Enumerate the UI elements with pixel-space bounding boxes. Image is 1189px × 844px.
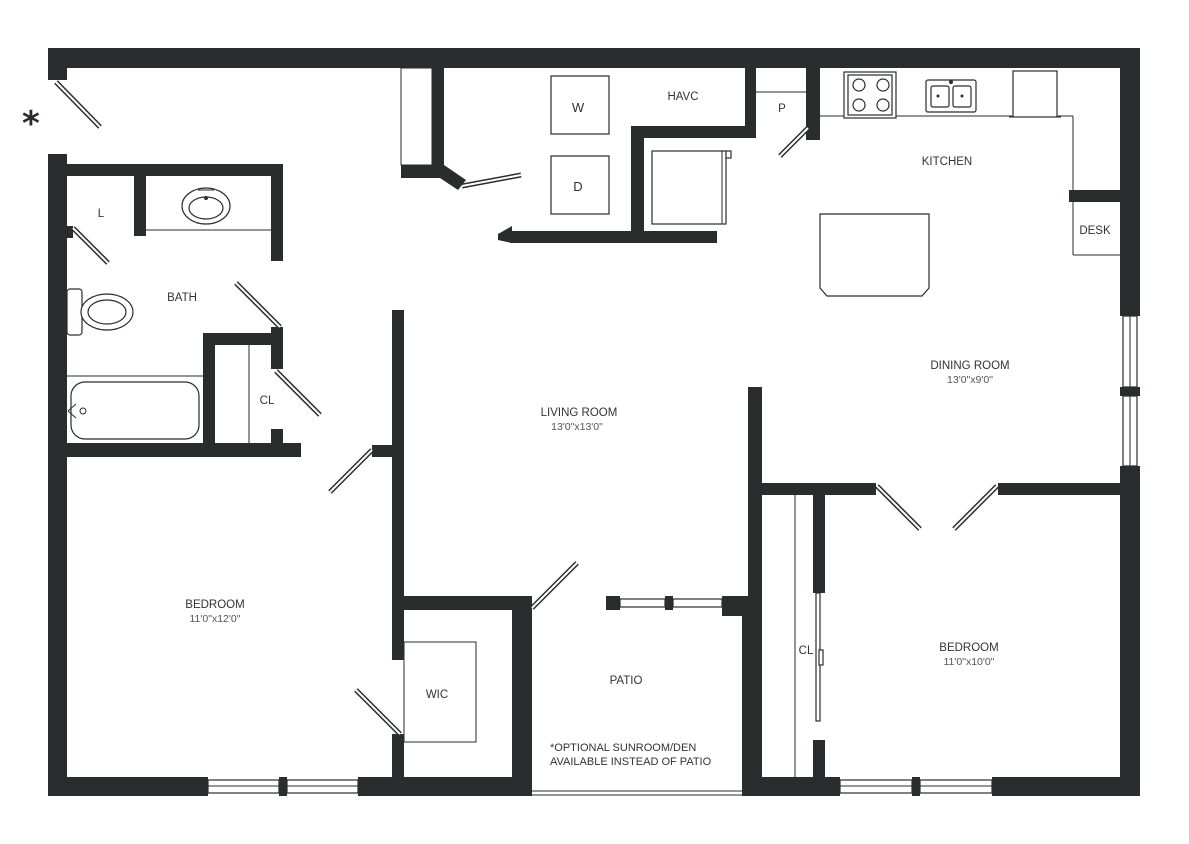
kitchen-label: KITCHEN	[922, 156, 972, 168]
bath-label: BATH	[167, 292, 197, 304]
dryer-icon	[550, 155, 610, 215]
linen-label: L	[98, 208, 105, 220]
dryer-label: D	[573, 179, 582, 194]
bedroom-closet-label: CL	[799, 645, 814, 657]
entry-marker: *	[22, 104, 40, 144]
pantry-label: P	[778, 103, 786, 115]
water-heater-icon	[651, 150, 732, 225]
bedroom-1-label: BEDROOM	[185, 599, 244, 611]
dishwasher-icon	[1009, 70, 1061, 118]
stove-icon	[843, 71, 897, 119]
bathtub-icon	[67, 381, 200, 440]
bedroom-2-label: BEDROOM	[939, 642, 998, 654]
bedroom-2-dims: 11'0"x10'0"	[944, 656, 995, 668]
havc-label: HAVC	[667, 91, 698, 103]
patio-label: PATIO	[610, 675, 643, 687]
sunroom-note-line-1: *OPTIONAL SUNROOM/DEN	[550, 742, 696, 754]
doors	[54, 80, 999, 736]
desk-label: DESK	[1079, 225, 1111, 237]
kitchen-island	[819, 213, 930, 297]
dining-room-dims: 13'0"x9'0"	[947, 374, 993, 386]
fixtures	[66, 70, 1061, 440]
living-room-label: LIVING ROOM	[541, 407, 618, 419]
bath-sink-icon	[181, 187, 231, 225]
kitchen-sink-icon	[925, 79, 977, 113]
dining-room-label: DINING ROOM	[930, 360, 1009, 372]
interior-walls	[67, 68, 1122, 796]
toilet-icon	[66, 288, 134, 336]
windows	[207, 315, 1138, 796]
bedroom-1-dims: 11'0"x12'0"	[190, 613, 241, 625]
washer-label: W	[572, 100, 585, 115]
wic-label: WIC	[426, 689, 448, 701]
washer-icon	[550, 75, 610, 135]
exterior-walls	[48, 48, 1140, 796]
sunroom-note-line-2: AVAILABLE INSTEAD OF PATIO	[550, 756, 712, 768]
closet-label: CL	[260, 395, 275, 407]
living-room-dims: 13'0"x13'0"	[551, 421, 603, 433]
